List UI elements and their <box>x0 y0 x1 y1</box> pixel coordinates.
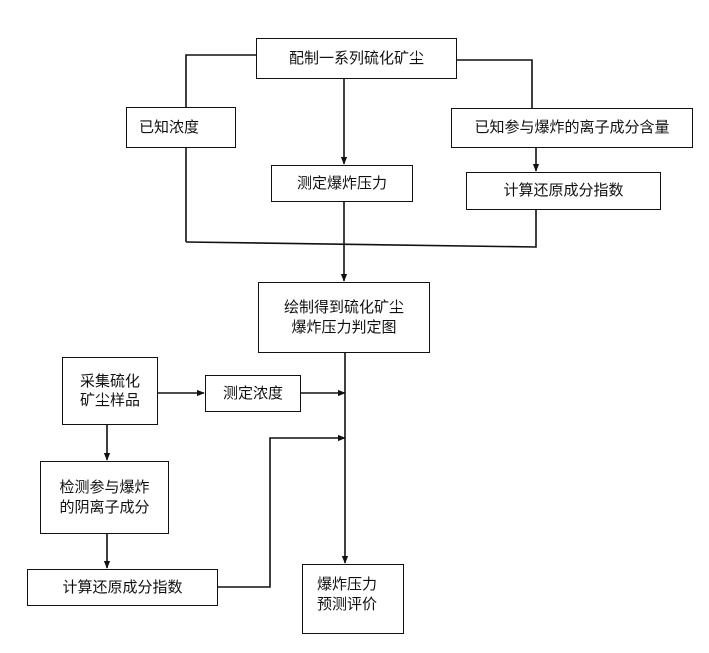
box-calc-index-bottom-label: 计算还原成分指数 <box>62 578 182 598</box>
box-known-concentration: 已知浓度 <box>126 107 236 148</box>
box-collect-sample: 采集硫化 矿尘样品 <box>62 357 158 425</box>
box-known-ion-content: 已知参与爆炸的离子成分含量 <box>451 108 693 148</box>
line-prepare-to-left <box>186 55 256 242</box>
box-evaluation-line1: 爆炸压力 <box>317 575 403 595</box>
box-prepare-samples: 配制一系列硫化矿尘 <box>256 38 457 79</box>
box-detect-anions: 检测参与爆炸 的阴离子成分 <box>40 461 169 534</box>
box-draw-chart-line1: 绘制得到硫化矿尘 <box>284 298 404 318</box>
box-collect-sample-line2: 矿尘样品 <box>80 391 140 411</box>
box-measure-pressure-label: 测定爆炸压力 <box>297 174 387 194</box>
box-draw-chart-line2: 爆炸压力判定图 <box>291 318 396 338</box>
box-collect-sample-line1: 采集硫化 <box>80 372 140 392</box>
box-known-concentration-label: 已知浓度 <box>139 118 199 138</box>
box-evaluation: 爆炸压力 预测评价 <box>302 564 404 634</box>
box-measure-concentration: 测定浓度 <box>205 375 301 412</box>
box-calc-index-top: 计算还原成分指数 <box>466 172 661 210</box>
line-prepare-to-right <box>457 60 532 108</box>
line-calc-to-bus <box>186 210 536 247</box>
box-prepare-samples-label: 配制一系列硫化矿尘 <box>289 49 424 69</box>
box-measure-pressure: 测定爆炸压力 <box>271 165 413 202</box>
box-detect-anions-line1: 检测参与爆炸 <box>59 478 149 498</box>
box-evaluation-line2: 预测评价 <box>317 595 403 615</box>
box-detect-anions-line2: 的阴离子成分 <box>59 498 149 518</box>
box-calc-index-top-label: 计算还原成分指数 <box>503 181 623 201</box>
box-calc-index-bottom: 计算还原成分指数 <box>27 569 218 606</box>
box-known-ion-content-label: 已知参与爆炸的离子成分含量 <box>474 118 669 138</box>
box-measure-concentration-label: 测定浓度 <box>223 384 283 404</box>
box-draw-chart: 绘制得到硫化矿尘 爆炸压力判定图 <box>258 282 430 353</box>
